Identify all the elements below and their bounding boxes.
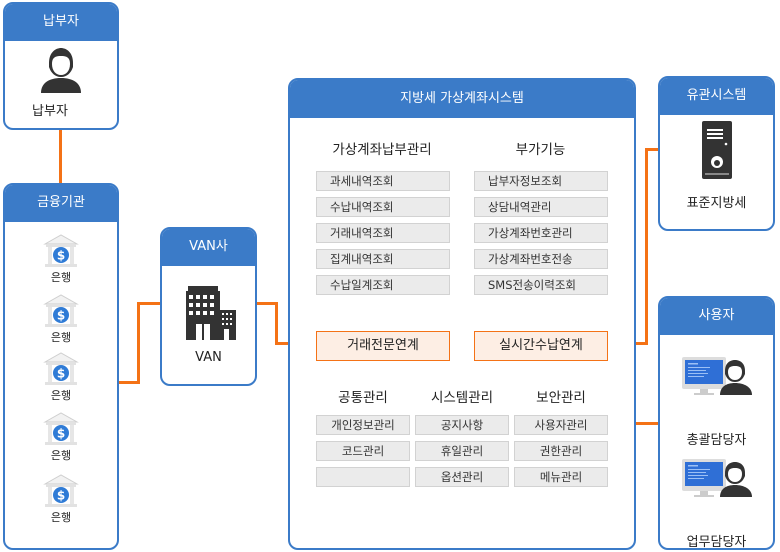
svg-text:$: $ [57,489,65,503]
bank-item: $ 은행 [5,352,117,403]
users-box: 사용자 총괄담당자 [658,296,775,550]
connector-financial-van [119,381,140,384]
menu-item[interactable]: 가상계좌번호관리 [474,223,608,243]
menu-item[interactable]: 집계내역조회 [316,249,450,269]
menu-item[interactable]: 사용자관리 [514,415,608,435]
van-label: VAN [195,350,222,365]
user-general-manager: 총괄담당자 [660,355,773,448]
bank-label: 은행 [50,449,72,462]
menu-item-empty [316,467,410,487]
taxpayer-box: 납부자 납부자 [3,2,119,130]
common-mgmt-title: 공통관리 [338,390,388,406]
financial-box: 금융기관 $ 은행 $ 은행 $ 은행 $ 은행 $ 은행 [3,183,119,550]
bank-item: $ 은행 [5,294,117,345]
building-icon [186,286,236,340]
related-system-box: 유관시스템 표준지방세 [658,76,775,231]
person-icon [41,48,81,93]
svg-text:$: $ [57,309,65,323]
menu-item[interactable]: 공지사항 [415,415,509,435]
bank-icon: $ [43,234,79,267]
svg-text:$: $ [57,427,65,441]
bank-label: 은행 [50,271,72,284]
menu-item[interactable]: 옵션관리 [415,467,509,487]
menu-item[interactable]: 납부자정보조회 [474,171,608,191]
connector-taxpayer-financial [59,129,62,184]
user-computer-icon [682,357,752,395]
connector-financial-van [137,302,140,384]
menu-item[interactable]: 권한관리 [514,441,608,461]
bank-item: $ 은행 [5,412,117,463]
server-icon [702,121,732,179]
menu-item[interactable]: 개인정보관리 [316,415,410,435]
menu-item[interactable]: SMS전송이력조회 [474,275,608,295]
bank-label: 은행 [50,389,72,402]
menu-item[interactable]: 과세내역조회 [316,171,450,191]
connector-main-related [645,148,648,345]
related-system-header: 유관시스템 [660,78,773,115]
bank-item: $ 은행 [5,234,117,285]
main-system-box: 지방세 가상계좌시스템 가상계좌납부관리 부가기능 과세내역조회 수납내역조회 … [288,78,636,550]
connector-main-users [636,422,659,425]
payment-mgmt-title: 가상계좌납부관리 [332,142,432,158]
connector-main-related [645,148,659,151]
bank-icon: $ [43,352,79,385]
users-header: 사용자 [660,298,773,335]
menu-item[interactable]: 거래내역조회 [316,223,450,243]
user-staff: 업무담당자 [660,457,773,550]
bank-icon: $ [43,294,79,327]
security-mgmt-title: 보안관리 [536,390,586,406]
bank-item: $ 은행 [5,474,117,525]
menu-item[interactable]: 수납일계조회 [316,275,450,295]
taxpayer-header: 납부자 [5,4,117,41]
svg-text:$: $ [57,367,65,381]
van-header: VAN사 [162,229,255,266]
menu-item[interactable]: 휴일관리 [415,441,509,461]
connector-van-main [275,302,278,345]
general-manager-label: 총괄담당자 [686,433,747,448]
financial-header: 금융기관 [5,185,117,222]
connector-financial-van [137,302,161,305]
main-system-header: 지방세 가상계좌시스템 [290,80,634,118]
menu-item[interactable]: 수납내역조회 [316,197,450,217]
bank-icon: $ [43,412,79,445]
bank-label: 은행 [50,511,72,524]
menu-item[interactable]: 코드관리 [316,441,410,461]
menu-item[interactable]: 가상계좌번호전송 [474,249,608,269]
user-computer-icon [682,459,752,497]
additional-title: 부가기능 [515,142,566,158]
staff-label: 업무담당자 [686,535,747,550]
realtime-payment-interface-button[interactable]: 실시간수납연계 [474,331,608,361]
system-mgmt-title: 시스템관리 [430,390,494,406]
van-box: VAN사 VAN [160,227,257,386]
taxpayer-label: 납부자 [32,104,68,119]
connector-van-main [256,302,278,305]
bank-label: 은행 [50,331,72,344]
bank-icon: $ [43,474,79,507]
svg-text:$: $ [57,249,65,263]
related-system-label: 표준지방세 [686,196,747,211]
menu-item[interactable]: 메뉴관리 [514,467,608,487]
transaction-interface-button[interactable]: 거래전문연계 [316,331,450,361]
menu-item[interactable]: 상담내역관리 [474,197,608,217]
